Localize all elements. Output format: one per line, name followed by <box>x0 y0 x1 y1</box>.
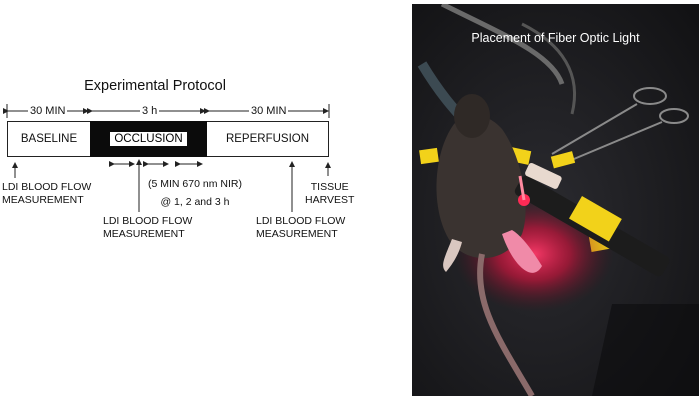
duration-baseline: 30 MIN <box>28 105 68 117</box>
ldi-note-line: MEASUREMENT <box>2 194 84 206</box>
fiber-optic-probe <box>514 162 670 277</box>
nir-note-line: (5 MIN 670 nm NIR) <box>148 178 242 190</box>
photo-caption: Placement of Fiber Optic Light <box>471 31 640 45</box>
surgical-scissors-icon <box>551 87 689 165</box>
ldi-measurement-reperfusion: LDI BLOOD FLOW MEASUREMENT <box>256 215 345 241</box>
tissue-note-line: TISSUE <box>310 181 349 193</box>
shadow <box>592 304 699 396</box>
nir-treatment-note: (5 MIN 670 nm NIR) @ 1, 2 and 3 h <box>148 178 242 209</box>
ldi-note-line: MEASUREMENT <box>256 228 338 240</box>
photo-illustration <box>412 4 699 396</box>
mouse <box>436 94 542 396</box>
tissue-note-line: HARVEST <box>305 194 355 206</box>
tissue-harvest-note: TISSUE HARVEST <box>305 181 354 207</box>
phase-reperfusion: REPERFUSION <box>207 121 329 157</box>
ldi-note-line: MEASUREMENT <box>103 228 185 240</box>
ldi-note-line: LDI BLOOD FLOW <box>103 215 193 227</box>
phase-reperfusion-label: REPERFUSION <box>225 133 310 145</box>
duration-reperfusion: 30 MIN <box>249 105 289 117</box>
ldi-measurement-occlusion: LDI BLOOD FLOW MEASUREMENT <box>103 215 192 241</box>
phase-baseline: BASELINE <box>7 121 90 157</box>
duration-occlusion: 3 h <box>140 105 160 117</box>
ldi-measurement-baseline: LDI BLOOD FLOW MEASUREMENT <box>2 181 91 207</box>
phase-occlusion-label: OCCLUSION <box>110 132 187 146</box>
ldi-note-line: LDI BLOOD FLOW <box>256 215 346 227</box>
cable <box>440 4 565 85</box>
phase-occlusion: OCCLUSION <box>90 121 207 157</box>
nir-note-line: @ 1, 2 and 3 h <box>160 196 230 208</box>
fiber-optic-photo: Placement of Fiber Optic Light <box>412 4 699 396</box>
ldi-note-line: LDI BLOOD FLOW <box>2 181 92 193</box>
protocol-title: Experimental Protocol <box>84 78 226 94</box>
mouse-tail <box>477 253 535 396</box>
phase-baseline-label: BASELINE <box>20 133 78 145</box>
